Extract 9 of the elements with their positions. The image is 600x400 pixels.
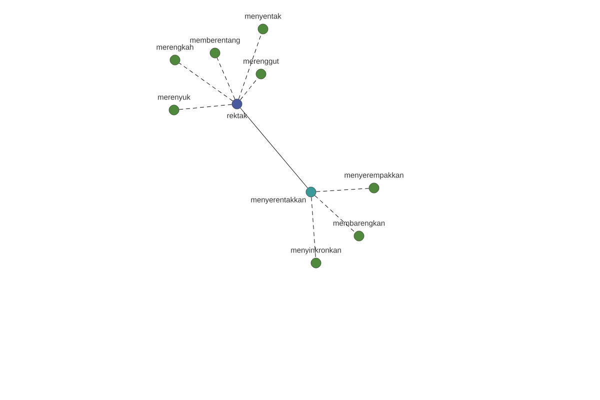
connector-line — [238, 34, 262, 100]
connector-line — [179, 62, 234, 102]
connector-line — [240, 78, 258, 100]
connector-line — [314, 195, 356, 233]
connector-line — [216, 58, 236, 100]
connector-line — [316, 188, 370, 192]
connector-line — [311, 196, 316, 258]
connector-line — [240, 108, 308, 188]
connector-line — [178, 104, 232, 110]
